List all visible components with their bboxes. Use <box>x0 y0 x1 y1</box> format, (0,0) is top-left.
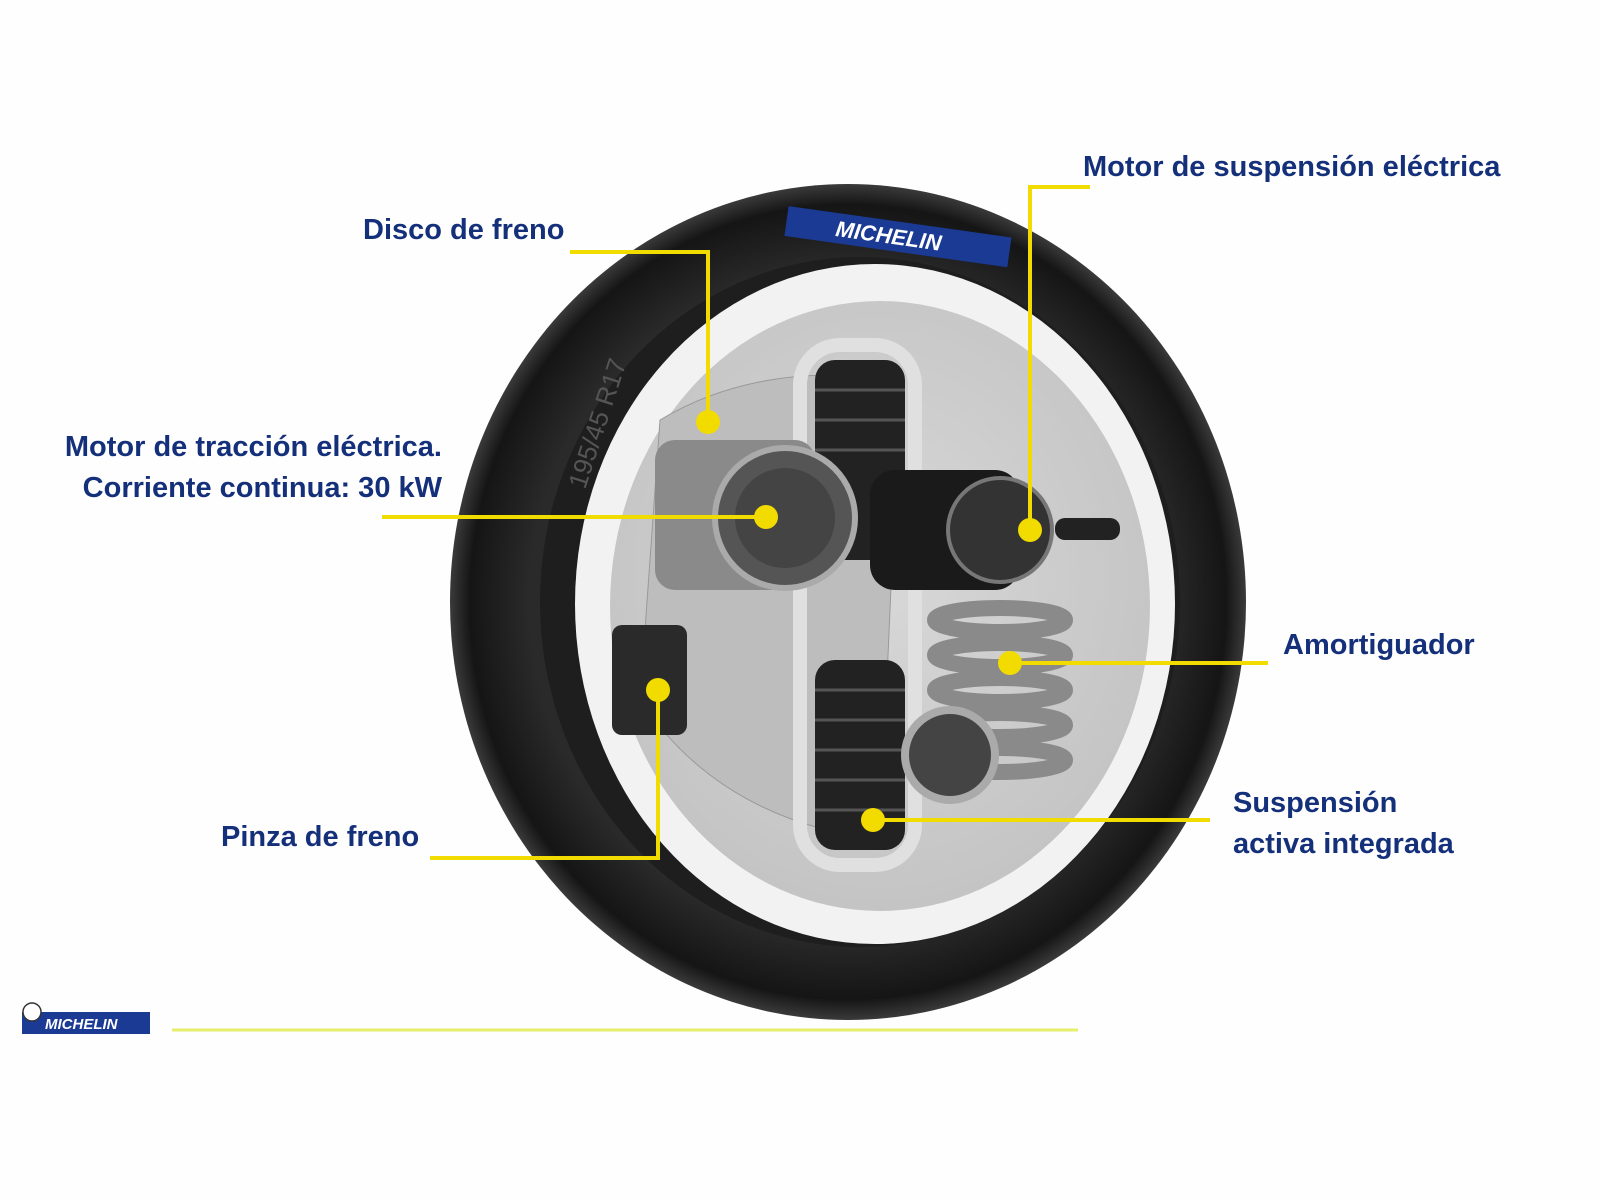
callouts <box>382 185 1268 860</box>
label-line: Suspensión <box>1233 787 1398 819</box>
hub-joint <box>901 706 999 804</box>
svg-text:MICHELIN: MICHELIN <box>45 1016 119 1033</box>
label-shock-absorber: Amortiguador <box>1283 629 1475 661</box>
dot-traction-motor <box>754 505 778 529</box>
dot-active-suspension <box>861 808 885 832</box>
callout-brake-caliper <box>430 690 660 860</box>
dot-brake-disc <box>696 410 720 434</box>
dot-brake-caliper <box>646 678 670 702</box>
brake-caliper <box>612 625 687 735</box>
callout-brake-disc <box>570 250 710 422</box>
label-line: activa integrada <box>1233 828 1454 860</box>
label-brake-caliper: Pinza de freno <box>221 821 420 853</box>
label-line: Corriente continua: 30 kW <box>82 472 442 504</box>
dot-shock-absorber <box>998 651 1022 675</box>
footer-logo: MICHELIN <box>22 1002 150 1034</box>
label-suspension-motor: Motor de suspensión eléctrica <box>1083 151 1501 183</box>
label-brake-disc: Disco de freno <box>363 214 565 246</box>
callout-suspension-motor <box>1028 185 1090 530</box>
dot-suspension-motor <box>1018 518 1042 542</box>
suspension-motor <box>870 470 1120 590</box>
label-active-suspension: Suspensión activa integrada <box>1233 783 1454 865</box>
label-traction-motor: Motor de tracción eléctrica. Corriente c… <box>65 427 442 509</box>
label-line: Motor de tracción eléctrica. <box>64 431 442 463</box>
bibendum-icon <box>22 1002 42 1022</box>
